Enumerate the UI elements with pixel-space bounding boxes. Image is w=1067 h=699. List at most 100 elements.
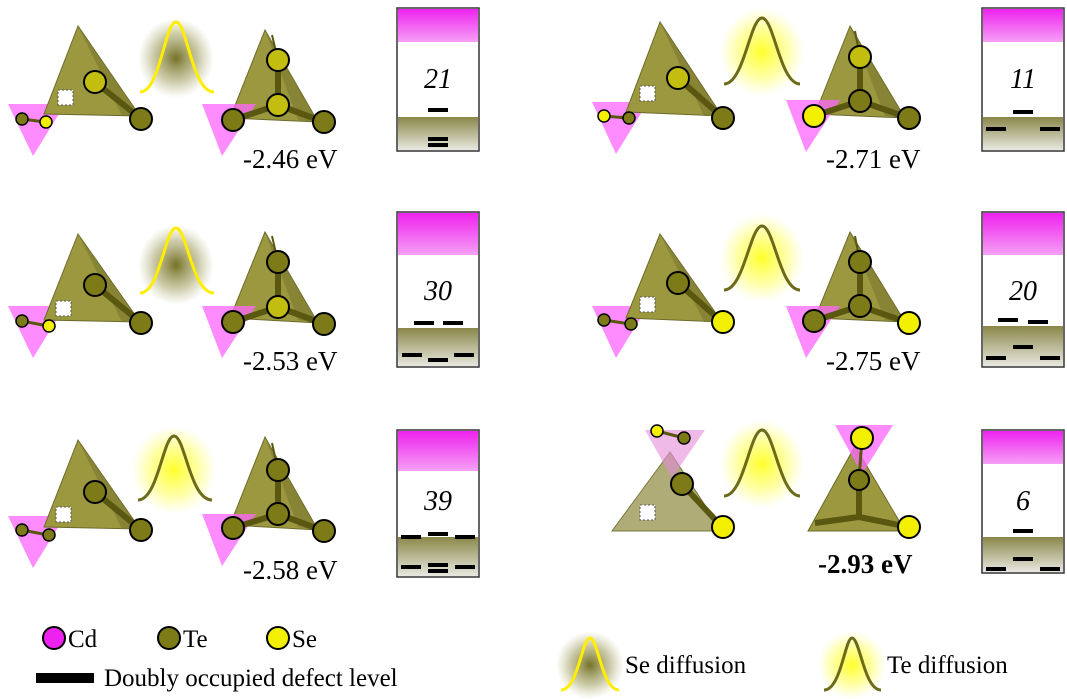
- defect-count: 30: [423, 276, 452, 307]
- te-atom: [597, 313, 611, 327]
- se-atom: [897, 515, 921, 539]
- legend: Cd Te Se Doubly occupied defect level Se…: [36, 626, 1008, 699]
- conduction-band: [398, 431, 478, 471]
- defect-level: [1028, 320, 1048, 324]
- panel-5: -2.75 eV 20: [592, 211, 1065, 376]
- glow-se: [132, 426, 216, 514]
- vacancy-site: [639, 504, 656, 521]
- defect-level: [443, 321, 463, 325]
- defect-level: [428, 108, 448, 112]
- se-atom: [83, 70, 107, 94]
- energy-label: -2.71 eV: [826, 144, 921, 174]
- se-atom: [39, 115, 53, 129]
- defect-level-legend-label: Doubly occupied defect level: [104, 665, 398, 692]
- defect-count: 39: [423, 486, 452, 517]
- panel-6: -2.93 eV 6: [611, 420, 1065, 579]
- defect-level: [986, 127, 1006, 131]
- te-atom: [221, 516, 245, 540]
- energy-label: -2.46 eV: [243, 144, 338, 174]
- defect-level: [401, 535, 421, 539]
- band-diagram: 6: [981, 429, 1065, 574]
- se-atom: [897, 311, 921, 335]
- defect-level: [428, 532, 448, 536]
- se-atom: [266, 93, 290, 117]
- defect-level: [1040, 356, 1060, 360]
- panel-4: -2.71 eV 11: [592, 7, 1065, 174]
- defect-level: [1013, 529, 1033, 533]
- conduction-band: [398, 213, 478, 255]
- se-diffusion-legend-label: Se diffusion: [625, 652, 747, 679]
- vacancy-site: [55, 506, 72, 523]
- energy-label: -2.75 eV: [826, 346, 921, 376]
- glow-se: [720, 420, 804, 508]
- vacancy-site: [639, 85, 656, 102]
- te-atom: [15, 112, 29, 126]
- se-atom: [711, 310, 735, 334]
- te-atom: [221, 108, 245, 132]
- defect-level: [1040, 567, 1060, 571]
- band-diagram: 11: [981, 7, 1065, 152]
- te-atom: [129, 311, 153, 335]
- se-atom: [266, 48, 290, 72]
- se-atom: [711, 515, 735, 539]
- se-atom: [666, 66, 690, 90]
- conduction-band: [983, 9, 1063, 42]
- se-legend-icon: [266, 626, 290, 650]
- glow-se: [720, 214, 804, 302]
- band-diagram: 30: [396, 211, 480, 368]
- te-diffusion-legend-label: Te diffusion: [887, 652, 1008, 679]
- te-diffusion-peak: [723, 16, 801, 86]
- te-atom: [129, 107, 153, 131]
- panel-1: -2.46 eV 21: [8, 7, 480, 174]
- defect-level: [428, 137, 448, 141]
- defect-level: [998, 318, 1018, 322]
- se-diffusion-peak: [139, 226, 215, 295]
- te-atom: [129, 518, 153, 542]
- glow-te: [138, 18, 214, 98]
- defect-level: [1013, 110, 1033, 114]
- defect-level: [454, 353, 474, 357]
- defect-level: [986, 567, 1006, 571]
- defect-level: [428, 563, 448, 567]
- vacancy-site: [57, 89, 74, 106]
- cd-legend-icon: [42, 626, 66, 650]
- te-atom: [266, 250, 290, 274]
- te-diffusion-peak: [723, 428, 801, 498]
- se-atom: [597, 109, 611, 123]
- conduction-band: [983, 431, 1063, 464]
- defect-level: [1013, 557, 1033, 561]
- se-legend-label: Se: [292, 626, 317, 653]
- vacancy-site: [639, 296, 656, 313]
- te-atom: [83, 480, 107, 504]
- defect-level: [414, 321, 434, 325]
- te-atom: [624, 317, 638, 331]
- band-diagram: 20: [981, 211, 1065, 368]
- se-diffusion-legend-icon: [560, 636, 620, 692]
- te-diffusion-peak: [137, 434, 213, 502]
- te-atom: [670, 472, 694, 496]
- defect-level: [401, 565, 421, 569]
- te-atom: [266, 458, 290, 482]
- se-atom: [266, 295, 290, 319]
- te-legend-label: Te: [183, 626, 208, 653]
- energy-label: -2.53 eV: [243, 346, 338, 376]
- defect-count: 6: [1016, 486, 1030, 517]
- te-atom: [897, 106, 921, 130]
- defect-level: [402, 353, 422, 357]
- te-atom: [711, 106, 735, 130]
- band-diagram: 39: [396, 429, 480, 578]
- te-diffusion-peak: [723, 224, 801, 292]
- valence-band: [983, 537, 1063, 572]
- panel-2: -2.53 eV 30: [8, 211, 480, 376]
- cd-tetrahedron: [645, 430, 705, 478]
- defect-level: [428, 358, 448, 362]
- defect-count: 20: [1009, 276, 1037, 307]
- te-atom: [848, 294, 872, 318]
- te-atom: [312, 312, 336, 336]
- defect-count: 21: [424, 64, 452, 95]
- defect-level: [428, 569, 448, 573]
- cd-legend-label: Cd: [68, 626, 98, 653]
- se-atom: [42, 319, 56, 333]
- te-atom: [42, 528, 56, 542]
